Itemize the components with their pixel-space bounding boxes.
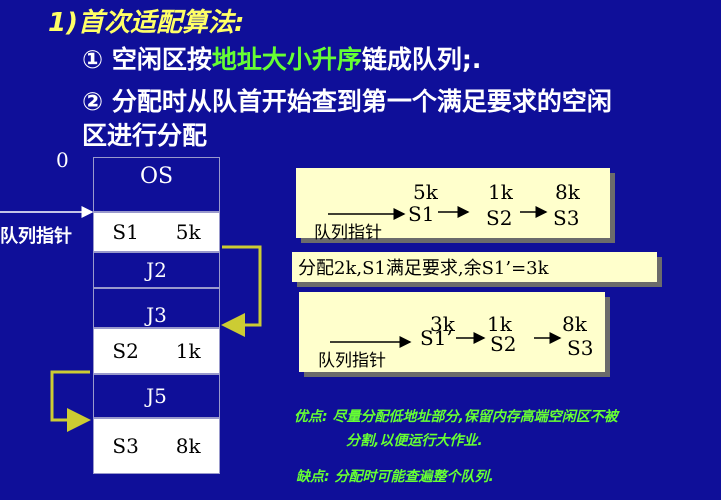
after-size-3: 8k [562, 312, 587, 336]
memory-job-block-j2: J2 [93, 252, 220, 288]
memory-free-block-s3: S3 8k [93, 418, 220, 474]
allocation-result-bar: 分配2k,S1满足要求,余S1’=3k [292, 252, 657, 282]
after-node-1: S1’ [420, 326, 453, 350]
before-node-1: S1 [408, 202, 435, 226]
after-node-3: S3 [567, 336, 594, 360]
memory-free-block-s2: S2 1k [93, 328, 220, 374]
block-size: 5k [175, 220, 201, 244]
after-size-2: 1k [487, 312, 512, 336]
block-name: S1 [112, 220, 139, 244]
before-size-1: 5k [413, 180, 438, 204]
link-arrow-s2-s3 [50, 370, 91, 432]
point-2-line-1: ② 分配时从队首开始查到第一个满足要求的空闲 [82, 87, 612, 116]
slide-title: 1)首次适配算法: [48, 8, 245, 38]
before-size-3: 8k [555, 180, 580, 204]
after-queue-pointer-label: 队列指针 [318, 351, 386, 371]
advantage-line-2: 分割,以便运行大作业. [346, 433, 483, 449]
block-name: S2 [112, 339, 139, 363]
advantage-line-1: 优点: 尽量分配低地址部分,保留内存高端空闲区不被 [294, 406, 618, 426]
point-1-suffix: 链成队列;. [361, 45, 482, 74]
disadvantage-line: 缺点: 分配时可能查遍整个队列. [296, 466, 494, 486]
link-arrow-s1-s2 [221, 245, 262, 337]
memory-free-block-s1: S1 5k [93, 212, 220, 252]
address-zero-label: 0 [56, 148, 69, 172]
point-1-prefix: ① 空闲区按 [82, 45, 212, 74]
allocation-result-text: 分配2k,S1满足要求,余S1’=3k [298, 258, 549, 279]
disadvantage-label: 缺点: [296, 469, 330, 485]
before-node-3: S3 [553, 206, 580, 230]
before-queue-pointer-label: 队列指针 [314, 223, 382, 243]
disadvantage-text: 分配时可能查遍整个队列. [334, 469, 494, 485]
memory-job-block-j3: J3 [93, 288, 220, 328]
block-size: 1k [175, 339, 201, 363]
advantage-label: 优点: [294, 409, 328, 425]
memory-job-block-j5: J5 [93, 374, 220, 418]
before-size-2: 1k [488, 180, 513, 204]
block-name: S3 [112, 434, 139, 458]
after-node-2: S2 [490, 332, 517, 356]
queue-pointer-label: 队列指针 [0, 226, 72, 247]
block-name: J5 [146, 384, 167, 408]
queue-before-panel [296, 168, 610, 238]
before-node-2: S2 [486, 206, 513, 230]
point-1: ① 空闲区按地址大小升序链成队列;. [82, 40, 481, 76]
memory-os-block: OS [93, 157, 220, 212]
block-size: 8k [175, 434, 201, 458]
memory-os-label: OS [139, 164, 174, 189]
block-name: J2 [146, 258, 167, 282]
after-size-1: 3k [430, 312, 455, 336]
point-1-highlight: 地址大小升序 [211, 45, 362, 74]
point-2-line-2: 区进行分配 [82, 121, 208, 150]
advantage-text-1: 尽量分配低地址部分,保留内存高端空闲区不被 [332, 409, 618, 425]
block-name: J3 [146, 303, 167, 327]
